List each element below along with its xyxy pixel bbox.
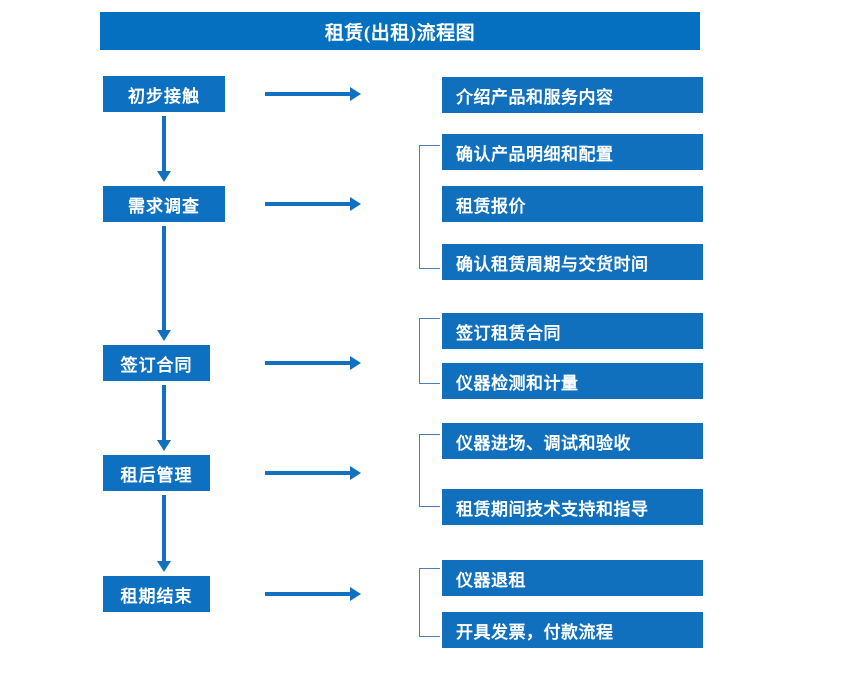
arrow-shaft xyxy=(265,92,350,96)
detail-box-4-1[interactable]: 仪器进场、调试和验收 xyxy=(442,423,703,459)
stage-box-5[interactable]: 租期结束 xyxy=(103,576,210,612)
arrow-shaft xyxy=(162,226,166,330)
arrow-shaft xyxy=(162,495,166,561)
stage-connector-arrow-4 xyxy=(157,495,171,572)
arrow-head-right-icon xyxy=(350,466,361,480)
arrow-shaft xyxy=(265,471,350,475)
arrow-head-right-icon xyxy=(350,197,361,211)
detail-box-4-2[interactable]: 租赁期间技术支持和指导 xyxy=(442,489,703,525)
chart-title: 租赁(出租)流程图 xyxy=(100,12,700,50)
detail-box-2-1[interactable]: 确认产品明细和配置 xyxy=(442,134,703,170)
stage-box-1[interactable]: 初步接触 xyxy=(103,76,225,112)
stage-box-2[interactable]: 需求调查 xyxy=(103,186,225,222)
detail-box-3-1[interactable]: 签订租赁合同 xyxy=(442,313,703,349)
stage-detail-arrow-3 xyxy=(265,356,361,370)
stage-connector-arrow-1 xyxy=(157,116,171,182)
detail-box-2-2[interactable]: 租赁报价 xyxy=(442,186,703,222)
arrow-head-down-icon xyxy=(157,440,171,451)
detail-box-5-1[interactable]: 仪器退租 xyxy=(442,560,703,596)
stage-detail-arrow-4 xyxy=(265,466,361,480)
detail-box-2-3[interactable]: 确认租赁周期与交货时间 xyxy=(442,244,703,280)
stage-detail-arrow-5 xyxy=(265,587,361,601)
arrow-head-right-icon xyxy=(350,587,361,601)
stage-detail-arrow-2 xyxy=(265,197,361,211)
arrow-head-down-icon xyxy=(157,330,171,341)
arrow-shaft xyxy=(265,361,350,365)
arrow-head-right-icon xyxy=(350,87,361,101)
detail-box-1-1[interactable]: 介绍产品和服务内容 xyxy=(442,77,703,113)
arrow-shaft xyxy=(265,202,350,206)
group-bracket-2 xyxy=(419,145,440,269)
arrow-shaft xyxy=(162,385,166,440)
arrow-head-right-icon xyxy=(350,356,361,370)
stage-detail-arrow-1 xyxy=(265,87,361,101)
group-bracket-3 xyxy=(419,318,440,384)
group-bracket-5 xyxy=(419,568,440,637)
group-bracket-4 xyxy=(419,434,440,507)
stage-connector-arrow-2 xyxy=(157,226,171,341)
arrow-head-down-icon xyxy=(157,171,171,182)
detail-box-5-2[interactable]: 开具发票，付款流程 xyxy=(442,612,703,648)
arrow-shaft xyxy=(265,592,350,596)
arrow-shaft xyxy=(162,116,166,171)
stage-connector-arrow-3 xyxy=(157,385,171,451)
arrow-head-down-icon xyxy=(157,561,171,572)
stage-box-4[interactable]: 租后管理 xyxy=(103,455,210,491)
stage-box-3[interactable]: 签订合同 xyxy=(103,345,210,381)
detail-box-3-2[interactable]: 仪器检测和计量 xyxy=(442,363,703,399)
